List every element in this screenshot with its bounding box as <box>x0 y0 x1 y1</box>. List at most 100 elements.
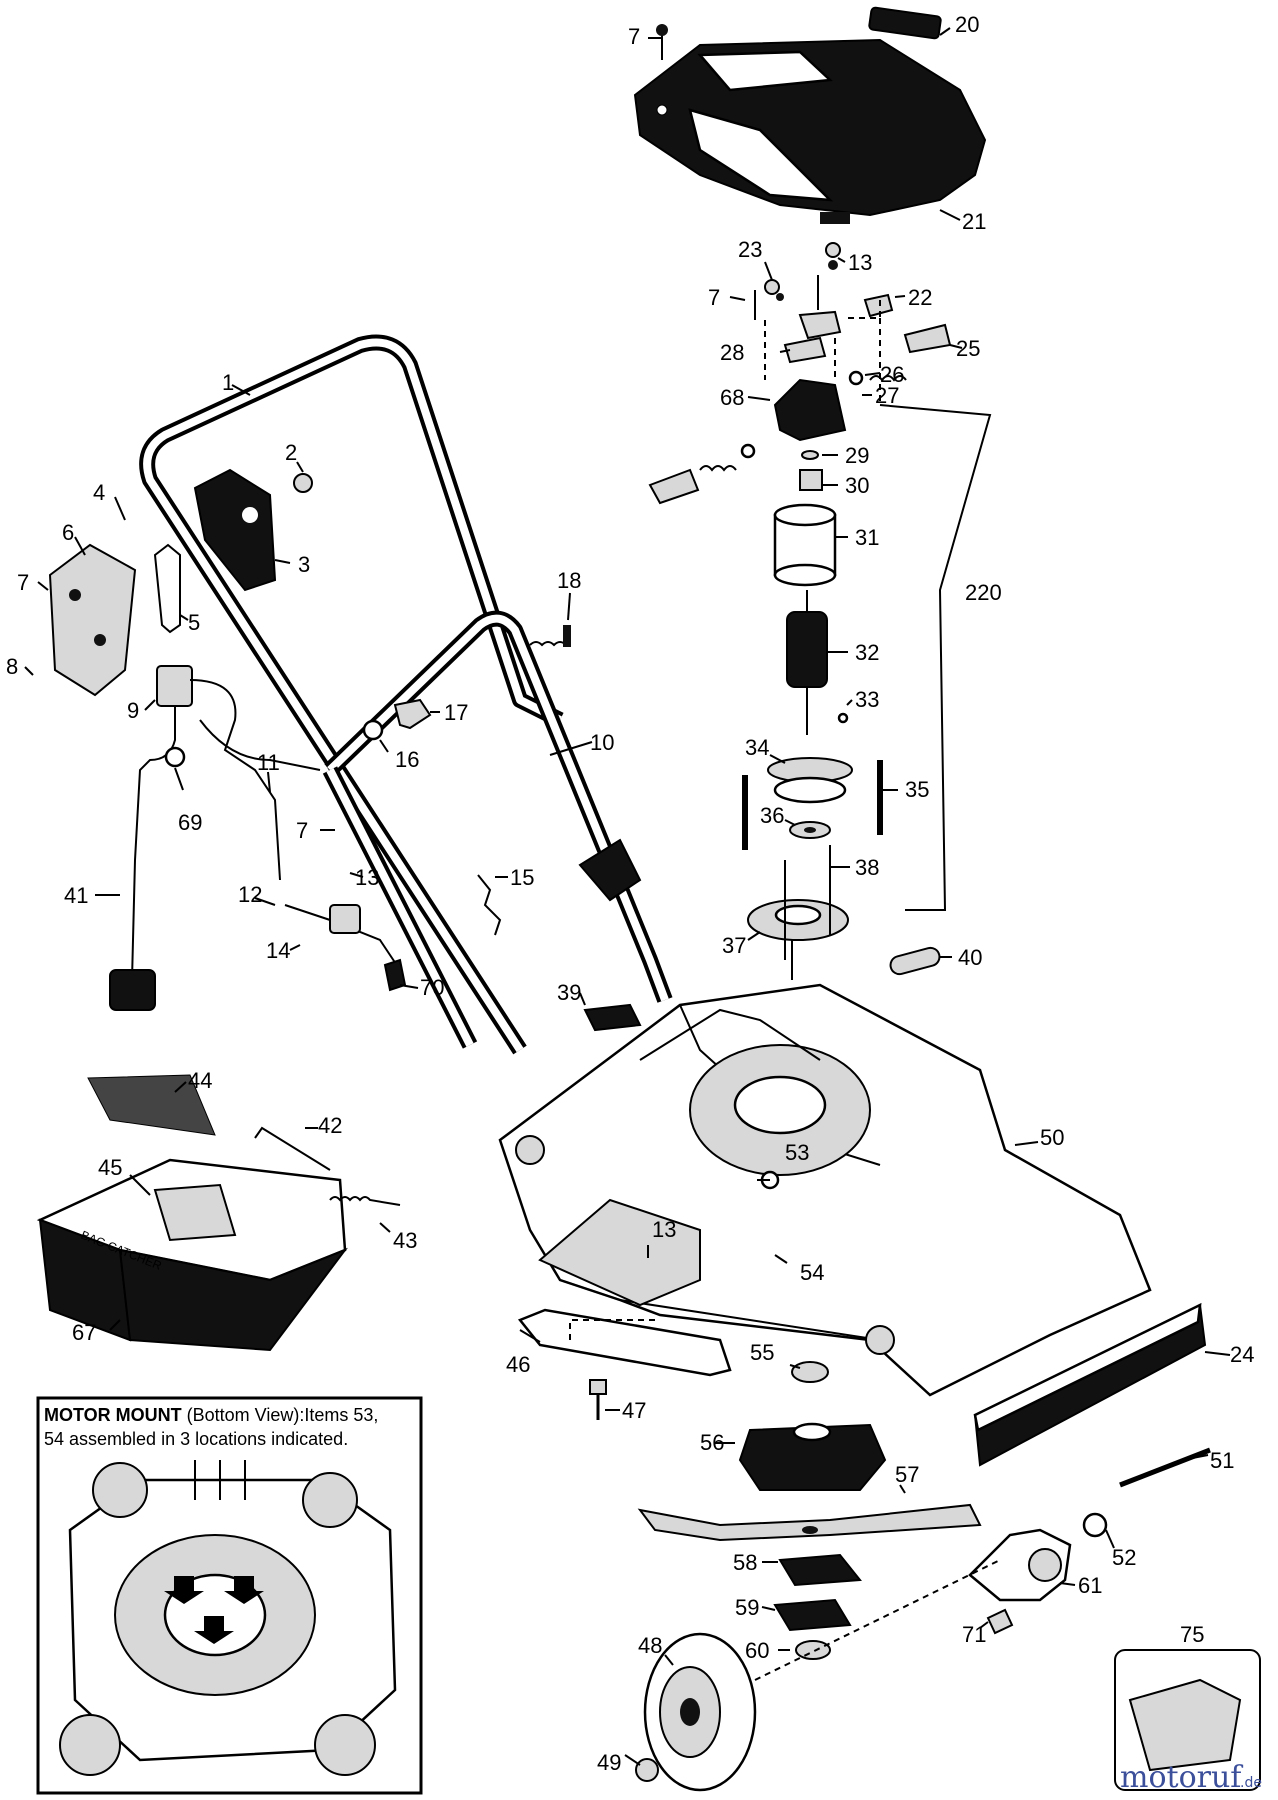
callout-69: 69 <box>178 810 202 835</box>
motor-cover <box>633 38 987 224</box>
knob-2 <box>293 473 313 493</box>
mower-deck-50 <box>498 983 1152 1397</box>
spring-clip-15 <box>477 874 502 936</box>
blade-plate-58 <box>778 1553 862 1587</box>
callout-27: 27 <box>875 383 899 408</box>
hardware-bag-inset-75 <box>1114 1649 1261 1791</box>
warning-label-44 <box>87 1074 216 1136</box>
bracket-220 <box>879 404 992 911</box>
callout-16: 16 <box>395 747 419 772</box>
callout-49: 49 <box>597 1750 621 1775</box>
bolt-47 <box>589 1379 607 1420</box>
inset-title-line2: 54 assembled in 3 locations indicated. <box>44 1429 348 1449</box>
torsion-spring-43 <box>329 1196 401 1206</box>
callout-70: 70 <box>420 975 444 1000</box>
wheel-48 <box>643 1632 757 1792</box>
watermark-tld: .de <box>1240 1775 1262 1791</box>
deck-latch-39 <box>583 1003 642 1032</box>
end-bracket-37 <box>747 845 849 980</box>
fan-baffle-34 <box>767 757 853 804</box>
callout-46: 46 <box>506 1352 530 1377</box>
fan-56 <box>738 1422 887 1491</box>
switch-assembly <box>754 242 952 442</box>
callout-56: 56 <box>700 1430 724 1455</box>
callout-47: 47 <box>622 1398 646 1423</box>
hubcap-49 <box>635 1758 659 1782</box>
callout-13: 13 <box>355 865 379 890</box>
callout-24: 24 <box>1230 1342 1254 1367</box>
wiring-harness <box>109 665 407 1011</box>
callout-54: 54 <box>800 1260 824 1285</box>
callout-5: 5 <box>188 610 200 635</box>
axle-rod-51 <box>1119 1447 1211 1488</box>
callout-7: 7 <box>17 570 29 595</box>
callout-75: 75 <box>1180 1622 1204 1647</box>
nut-60 <box>795 1640 831 1660</box>
bolt-71 <box>986 1608 1014 1635</box>
callout-14: 14 <box>266 938 290 963</box>
axle-line <box>754 1559 1001 1681</box>
callout-28: 28 <box>720 340 744 365</box>
callout-17: 17 <box>444 700 468 725</box>
screw-7-top <box>656 24 668 60</box>
callout-22: 22 <box>908 285 932 310</box>
washer-52 <box>1082 1512 1108 1538</box>
callout-7: 7 <box>628 24 640 49</box>
switch-box-6 <box>48 543 137 697</box>
callout-39: 39 <box>557 980 581 1005</box>
callout-50: 50 <box>1040 1125 1064 1150</box>
callout-37: 37 <box>722 933 746 958</box>
callout-15: 15 <box>510 865 534 890</box>
callout-12: 12 <box>238 882 262 907</box>
callout-36: 36 <box>760 803 784 828</box>
callout-29: 29 <box>845 443 869 468</box>
callout-13: 13 <box>652 1217 676 1242</box>
leader-lines <box>24 27 1231 1766</box>
callout-30: 30 <box>845 473 869 498</box>
callout-33: 33 <box>855 687 879 712</box>
callout-32: 32 <box>855 640 879 665</box>
callout-48: 48 <box>638 1633 662 1658</box>
callout-68: 68 <box>720 385 744 410</box>
brush-holders <box>648 443 823 505</box>
callout-13: 13 <box>848 250 872 275</box>
inset-title-bold: MOTOR MOUNT <box>44 1405 182 1425</box>
callout-9: 9 <box>127 698 139 723</box>
callout-8: 8 <box>6 654 18 679</box>
washer-16 <box>362 719 384 741</box>
tie-rods-35 <box>742 760 883 850</box>
callout-59: 59 <box>735 1595 759 1620</box>
wing-nut-17 <box>393 698 432 730</box>
callout-38: 38 <box>855 855 879 880</box>
callout-26: 26 <box>880 362 904 387</box>
motor-mount-inset: MOTOR MOUNT (Bottom View):Items 53, 54 a… <box>36 1396 423 1795</box>
callout-21: 21 <box>962 209 986 234</box>
armature-32 <box>786 590 849 735</box>
callout-20: 20 <box>955 12 979 37</box>
inset-title-line1: MOTOR MOUNT (Bottom View):Items 53, <box>44 1405 378 1425</box>
callout-7: 7 <box>708 285 720 310</box>
callout-61: 61 <box>1078 1573 1102 1598</box>
callout-55: 55 <box>750 1340 774 1365</box>
callout-11: 11 <box>257 750 280 775</box>
callout-53: 53 <box>785 1140 809 1165</box>
hinge-rod-42 <box>254 1126 331 1171</box>
blade-plate-59 <box>773 1598 852 1632</box>
callout-25: 25 <box>956 336 980 361</box>
callout-23: 23 <box>738 237 762 262</box>
callout-10: 10 <box>590 730 614 755</box>
callout-3: 3 <box>298 552 310 577</box>
bearing-36 <box>789 821 831 839</box>
height-adjust-bar-46 <box>517 1308 732 1377</box>
callout-42: 42 <box>318 1113 342 1138</box>
callout-31: 31 <box>855 525 879 550</box>
wheel-bracket-61 <box>968 1528 1072 1602</box>
callout-numbers: 7 20 21 23 13 7 22 28 25 26 27 68 29 30 … <box>6 12 1254 1775</box>
callout-41: 41 <box>64 883 88 908</box>
callout-35: 35 <box>905 777 929 802</box>
grass-catcher-67: BAG CATCHER <box>36 1158 348 1352</box>
callout-58: 58 <box>733 1550 757 1575</box>
callout-51: 51 <box>1210 1448 1234 1473</box>
spacer-40 <box>889 946 941 976</box>
